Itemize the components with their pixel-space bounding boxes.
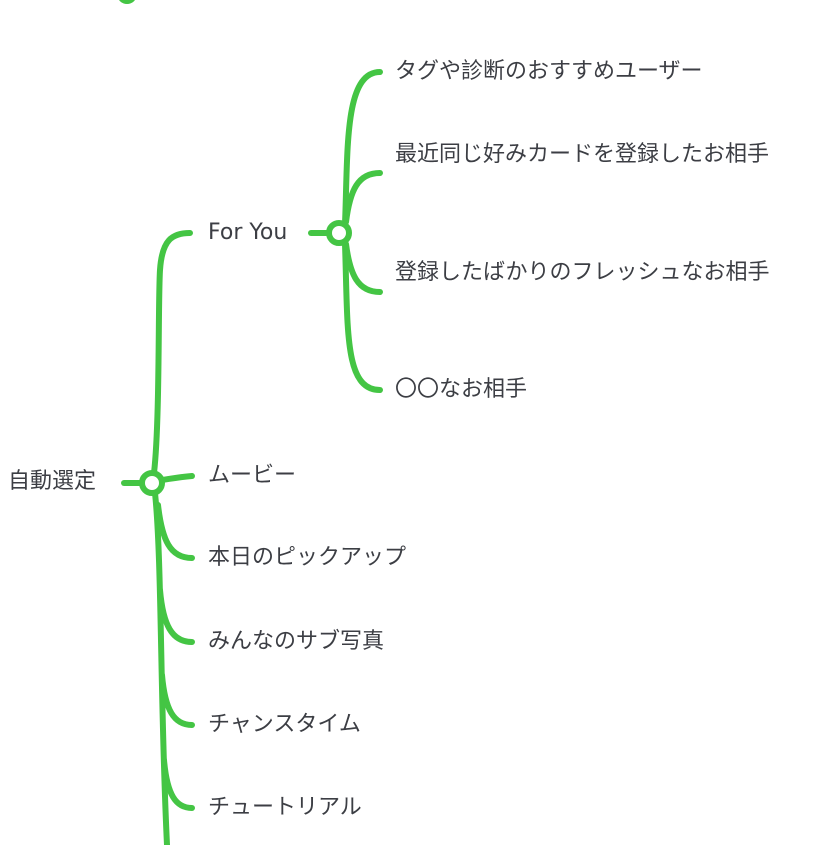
node-fresh[interactable]: 登録したばかりのフレッシュなお相手 (395, 260, 770, 285)
for-you-node-circle[interactable] (326, 220, 352, 246)
main-trunk (152, 490, 170, 845)
root-node-label[interactable]: 自動選定 (8, 469, 97, 494)
node-pickup[interactable]: 本日のピックアップ (208, 545, 407, 570)
offscreen-node (119, 0, 135, 4)
sub-branch-1 (342, 69, 383, 227)
sub-branch-3 (343, 241, 383, 295)
sub-branch-4 (342, 241, 383, 393)
branch-pickup (155, 502, 195, 561)
branch-movie (159, 473, 195, 483)
root-node-circle[interactable] (139, 470, 165, 496)
node-marumaru[interactable]: 〇〇なお相手 (395, 377, 528, 402)
node-movie[interactable]: ムービー (208, 463, 297, 488)
node-chance-time[interactable]: チャンスタイム (208, 712, 361, 737)
sub-branch-2 (343, 170, 383, 225)
node-for-you[interactable]: For You (208, 220, 288, 245)
branch-tutorial (161, 757, 195, 811)
branch-chance (159, 672, 195, 728)
node-tag-recommend[interactable]: タグや診断のおすすめユーザー (395, 59, 703, 84)
node-subphoto[interactable]: みんなのサブ写真 (208, 629, 385, 654)
node-tutorial[interactable]: チュートリアル (208, 795, 362, 820)
branch-for-you (151, 230, 193, 476)
branch-subphoto (157, 587, 195, 645)
node-same-cards[interactable]: 最近同じ好みカードを登録したお相手 (395, 142, 770, 167)
